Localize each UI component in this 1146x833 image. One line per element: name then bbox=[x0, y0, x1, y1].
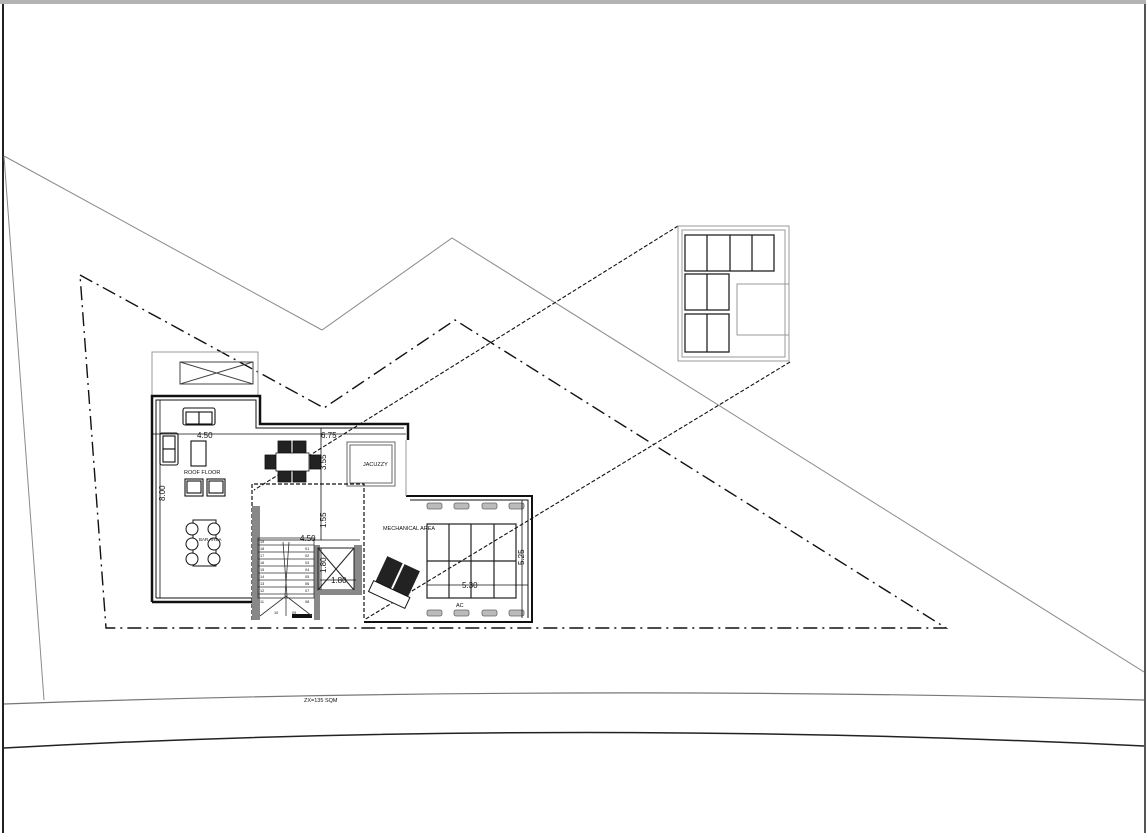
dimension-lines bbox=[152, 400, 528, 618]
svg-text:01: 01 bbox=[305, 547, 309, 551]
sofa-icon bbox=[182, 407, 216, 426]
mechanical-area-walls bbox=[364, 440, 533, 623]
svg-text:1.80: 1.80 bbox=[331, 576, 347, 585]
svg-text:8.00: 8.00 bbox=[158, 485, 167, 501]
jacuzzi bbox=[346, 441, 396, 487]
ac-units-grid bbox=[426, 523, 517, 599]
mechanical-area-label: MECHANICAL AREA bbox=[383, 526, 435, 532]
svg-text:1.55: 1.55 bbox=[319, 512, 328, 528]
svg-text:5.25: 5.25 bbox=[517, 549, 526, 565]
setback-line bbox=[79, 274, 949, 629]
svg-text:12: 12 bbox=[260, 589, 264, 593]
ac-label: AC bbox=[456, 603, 464, 609]
detail-callout-lines bbox=[253, 225, 791, 621]
svg-text:17: 17 bbox=[260, 554, 264, 558]
svg-text:6.75: 6.75 bbox=[321, 431, 337, 440]
sofa-side-icon bbox=[159, 432, 179, 466]
svg-text:07: 07 bbox=[305, 589, 309, 593]
dining-set-icon bbox=[264, 440, 322, 483]
svg-text:18: 18 bbox=[260, 547, 264, 551]
svg-text:4.50: 4.50 bbox=[197, 431, 213, 440]
solar-panel-detail bbox=[677, 225, 790, 362]
svg-text:16: 16 bbox=[260, 561, 264, 565]
roof-floor-label: ROOF FLOOR bbox=[184, 470, 220, 476]
svg-text:09: 09 bbox=[292, 611, 296, 615]
svg-text:5.30: 5.30 bbox=[462, 581, 478, 590]
plot-boundary bbox=[3, 155, 1145, 701]
svg-text:14: 14 bbox=[260, 575, 264, 579]
svg-text:1.80: 1.80 bbox=[319, 557, 328, 573]
svg-text:3.55: 3.55 bbox=[319, 454, 328, 470]
sheet-right-border bbox=[1144, 4, 1146, 833]
sun-loungers-icon bbox=[367, 556, 420, 610]
svg-text:04: 04 bbox=[305, 568, 309, 572]
viewer-top-bar bbox=[0, 0, 1146, 4]
svg-text:05: 05 bbox=[305, 575, 309, 579]
svg-text:08: 08 bbox=[305, 600, 309, 604]
svg-text:4.50: 4.50 bbox=[300, 534, 316, 543]
svg-text:19: 19 bbox=[260, 540, 264, 544]
staircase bbox=[257, 537, 315, 617]
svg-text:10: 10 bbox=[274, 611, 278, 615]
stair-core-walls bbox=[252, 506, 362, 620]
roof-floor-walls bbox=[150, 394, 410, 604]
svg-text:02: 02 bbox=[305, 554, 309, 558]
svg-text:11: 11 bbox=[260, 600, 264, 604]
sheet-left-border bbox=[2, 4, 4, 833]
stair-step-numbers: 19 18 17 16 15 14 13 12 11 10 09 08 07 0… bbox=[260, 540, 309, 615]
lift-shaft bbox=[317, 547, 358, 595]
svg-text:03: 03 bbox=[305, 561, 309, 565]
svg-text:15: 15 bbox=[260, 568, 264, 572]
bar-table-icon bbox=[185, 519, 221, 567]
dimension-labels: 4.50 8.00 6.75 3.55 1.55 4.50 1.80 1.80 … bbox=[158, 431, 526, 590]
bar-area-label: BAR AREA bbox=[199, 537, 222, 542]
road-lines bbox=[3, 692, 1145, 749]
jacuzzi-label: JACUZZY bbox=[363, 462, 388, 468]
svg-text:13: 13 bbox=[260, 582, 264, 586]
skylight bbox=[151, 351, 259, 397]
coffee-table-icon bbox=[190, 440, 207, 467]
svg-text:06: 06 bbox=[305, 582, 309, 586]
ac-outdoor-units bbox=[426, 502, 525, 617]
area-label: ZX=135 SQM bbox=[304, 698, 338, 704]
armchairs-icon bbox=[184, 478, 226, 497]
